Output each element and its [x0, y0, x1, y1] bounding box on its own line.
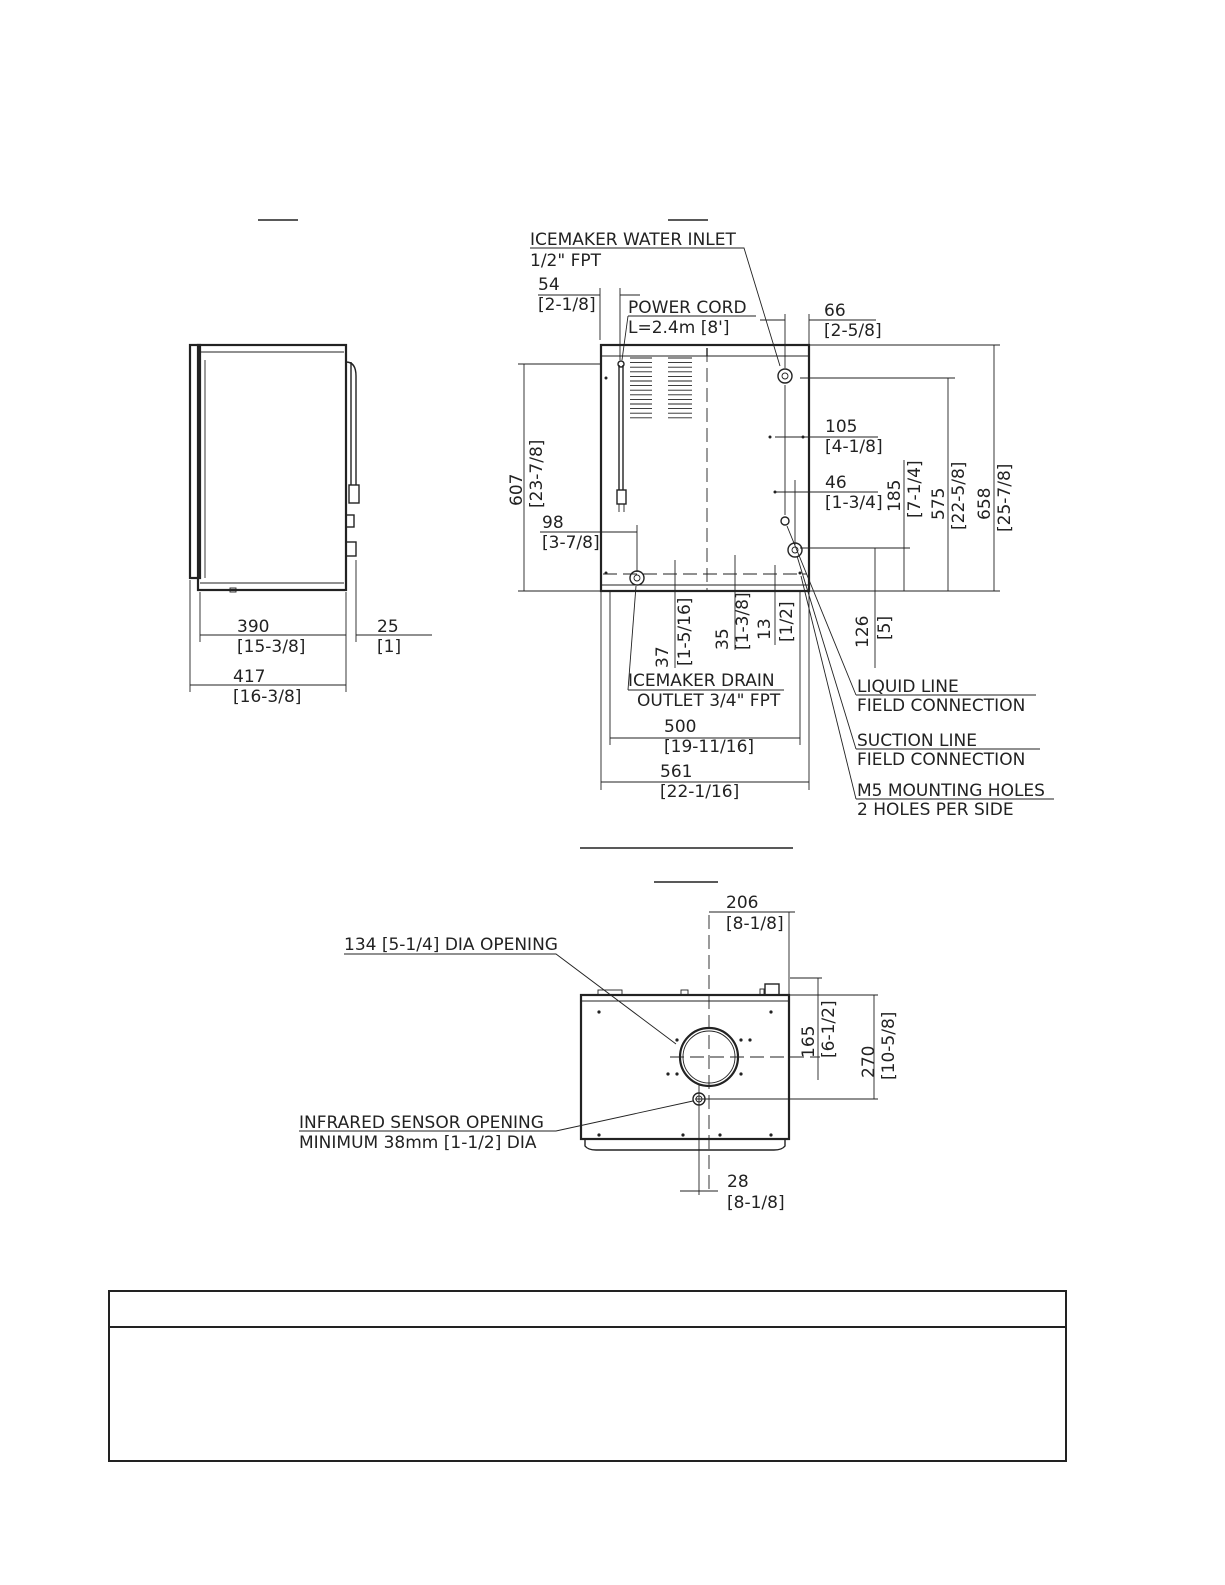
dim-37: 37 [653, 646, 673, 668]
dim-35: 35 [713, 628, 733, 650]
dim-105-in: [4-1/8] [825, 437, 883, 457]
notes-header [110, 1292, 1065, 1328]
dim-66: 66 [824, 301, 846, 321]
dim-25-in: [1] [377, 637, 401, 657]
dim-25: 25 [377, 617, 399, 637]
dim-126-in: [5] [875, 616, 895, 640]
mounting-hole-dot [675, 1038, 679, 1042]
rear-vent-louvers [630, 357, 692, 419]
callout-dia-opening: 134 [5-1/4] DIA OPENING [344, 935, 558, 955]
callout-sensor-opening: INFRARED SENSOR OPENING [299, 1113, 544, 1133]
callout-suction-field: FIELD CONNECTION [857, 750, 1025, 770]
side-door-panel [188, 343, 202, 580]
dim-28: 28 [727, 1172, 749, 1192]
dim-37-in: [1-5/16] [675, 598, 695, 666]
dim-28-in: [8-1/8] [727, 1193, 785, 1213]
mounting-hole-dot [769, 1010, 773, 1014]
dim-575: 575 [929, 488, 949, 520]
callout-drain-size: OUTLET 3/4" FPT [637, 691, 781, 711]
dim-500-in: [19-11/16] [664, 737, 754, 757]
callout-water-inlet: ICEMAKER WATER INLET [530, 230, 737, 250]
dim-607-in: [23-7/8] [527, 440, 547, 508]
dim-658: 658 [975, 488, 995, 520]
callout-drain: ICEMAKER DRAIN [628, 671, 775, 691]
dim-390-in: [15-3/8] [237, 637, 305, 657]
mounting-hole-dot [748, 1038, 752, 1042]
rear-power-cord [618, 365, 624, 490]
callout-sensor-min: MINIMUM 38mm [1-1/2] DIA [299, 1133, 537, 1153]
dim-35-in: [1-3/8] [733, 592, 753, 650]
dim-270-in: [10-5/8] [879, 1012, 899, 1080]
side-power-cord [345, 361, 357, 485]
mounting-hole-dot [597, 1133, 601, 1137]
liquid-line-fitting [780, 516, 790, 526]
callout-power-cord: POWER CORD [628, 298, 747, 318]
dim-185: 185 [885, 480, 905, 512]
side-fitting-upper [345, 514, 355, 528]
dim-270: 270 [859, 1046, 879, 1078]
dim-66-in: [2-5/8] [824, 321, 882, 341]
dim-98-in: [3-7/8] [542, 533, 600, 553]
dim-607: 607 [507, 474, 527, 506]
water-inlet-fitting [777, 368, 793, 384]
callout-mounting-per-side: 2 HOLES PER SIDE [857, 800, 1014, 820]
callout-mounting-holes: M5 MOUNTING HOLES [857, 781, 1045, 801]
drain-outlet-fitting [629, 570, 645, 586]
dim-54-in: [2-1/8] [538, 295, 596, 315]
top-front-door [584, 1139, 786, 1151]
callout-suction-line: SUCTION LINE [857, 731, 977, 751]
mounting-hole-dot [675, 1072, 679, 1076]
dim-13-in: [1/2] [777, 601, 797, 642]
rear-cabinet-body [599, 343, 811, 593]
mounting-hole-dot [739, 1038, 743, 1042]
dim-165: 165 [799, 1026, 819, 1058]
notes-box [108, 1290, 1067, 1462]
top-mounting-holes [597, 1010, 773, 1137]
dim-206-in: [8-1/8] [726, 914, 784, 934]
dim-98: 98 [542, 513, 564, 533]
mounting-hole-dot [681, 1133, 685, 1137]
dim-417: 417 [233, 667, 265, 687]
dim-561-in: [22-1/16] [660, 782, 739, 802]
dim-390: 390 [237, 617, 269, 637]
rear-view: ICEMAKER WATER INLET 1/2" FPT POWER CORD… [507, 219, 1054, 820]
side-cabinet-body [196, 343, 348, 592]
callout-liquid-field: FIELD CONNECTION [857, 696, 1025, 716]
dim-126: 126 [853, 616, 873, 648]
dim-165-in: [6-1/2] [819, 1000, 839, 1058]
dim-575-in: [22-5/8] [949, 462, 969, 530]
mounting-hole-dot [769, 1133, 773, 1137]
top-view: 134 [5-1/4] DIA OPENING INFRARED SENSOR … [299, 881, 899, 1213]
side-fitting-lower [345, 541, 357, 557]
mounting-hole-dot [666, 1072, 670, 1076]
side-cord-plug [348, 484, 360, 504]
dim-658-in: [25-7/8] [995, 464, 1015, 532]
dim-185-in: [7-1/4] [905, 460, 925, 518]
dim-46: 46 [825, 473, 847, 493]
mounting-hole-dot [718, 1133, 722, 1137]
dim-561: 561 [660, 762, 692, 782]
dim-500: 500 [664, 717, 696, 737]
dim-417-in: [16-3/8] [233, 687, 301, 707]
callout-water-inlet-size: 1/2" FPT [530, 251, 602, 271]
callout-power-cord-length: L=2.4m [8'] [628, 318, 729, 338]
dim-46-in: [1-3/4] [825, 493, 883, 513]
dim-105: 105 [825, 417, 857, 437]
dim-13: 13 [755, 618, 775, 640]
top-fitting [764, 983, 780, 996]
dim-54: 54 [538, 275, 560, 295]
dim-206: 206 [726, 893, 758, 913]
callout-liquid-line: LIQUID LINE [857, 677, 959, 697]
mounting-hole-dot [597, 1010, 601, 1014]
side-view: 390 [15-3/8] 25 [1] 417 [16-3/8] [188, 219, 432, 707]
mounting-hole-dot [739, 1072, 743, 1076]
